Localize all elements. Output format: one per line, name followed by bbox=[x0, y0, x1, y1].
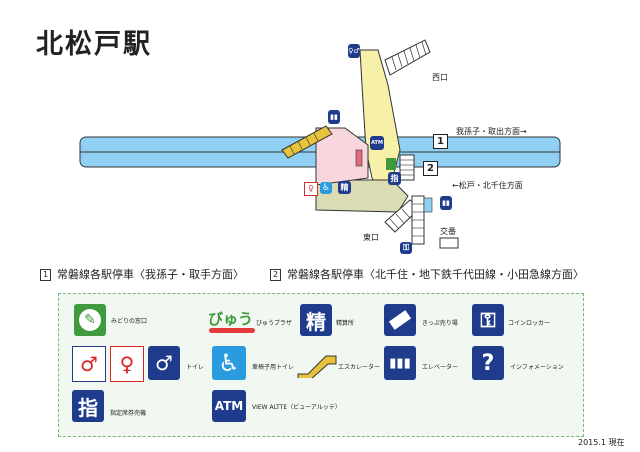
elevator-icon: ▮▮▮ bbox=[384, 346, 416, 380]
legend-midori-label: みどりの窓口 bbox=[111, 318, 148, 325]
station-building bbox=[315, 127, 369, 186]
platform-stairs bbox=[399, 154, 415, 181]
midori-window-icon: ✎ bbox=[74, 304, 106, 336]
koban-building bbox=[439, 237, 459, 249]
toilet-icon: ♂ bbox=[72, 346, 106, 382]
coin-locker-icon: ⚿ bbox=[472, 304, 504, 336]
platform-1-number: 1 bbox=[433, 134, 448, 149]
toilet-icon: ♀ bbox=[304, 182, 318, 196]
escalator-left bbox=[281, 125, 333, 159]
legend-elevator-label: エレベーター bbox=[422, 364, 459, 371]
fare-adjust-icon: 精 bbox=[338, 181, 351, 194]
fare-adjustment-icon: 精 bbox=[300, 304, 332, 336]
east-exit-stairs bbox=[384, 195, 425, 245]
toilet-icon: ♀♂ bbox=[348, 44, 360, 58]
wheelchair-icon: ♿ bbox=[320, 182, 332, 194]
atm-icon: ATM bbox=[370, 136, 384, 150]
legend-fare-adjust-label: 精算所 bbox=[336, 320, 355, 327]
elevator-icon: ▮▮ bbox=[328, 110, 340, 124]
information-icon: ? bbox=[472, 346, 504, 380]
legend-toilet-label: トイレ bbox=[186, 364, 205, 371]
reserved-seat-machine-icon: 指 bbox=[72, 390, 104, 422]
locker-icon: ⚿ bbox=[400, 242, 412, 254]
midori-marker bbox=[386, 158, 396, 170]
west-exit-stairs bbox=[384, 39, 431, 76]
koban-label: 交番 bbox=[440, 227, 456, 236]
west-exit-label: 西口 bbox=[432, 73, 448, 82]
view-plaza-underline bbox=[209, 328, 255, 333]
platform-2-number: 2 bbox=[423, 161, 438, 176]
legend-reserved-label: 指定席券売機 bbox=[110, 410, 147, 417]
view-plaza-logo: びゅう bbox=[208, 310, 254, 328]
wheelchair-toilet-icon: ♿ bbox=[212, 346, 246, 380]
legend-escalator-label: エスカレーター bbox=[338, 364, 381, 371]
escalator-icon bbox=[297, 355, 337, 378]
page-title: 北松戸駅 bbox=[36, 29, 152, 60]
fixture bbox=[355, 149, 363, 167]
legend-info-label: インフォメーション bbox=[510, 364, 564, 371]
footer-date: 2015.1 現在 bbox=[578, 438, 625, 447]
toilet-women-icon: ♀ bbox=[110, 346, 144, 382]
legend-view-altte-label: VIEW ALTTE（ビューアルッテ） bbox=[252, 404, 341, 411]
direction-1-label: 我孫子・取出方面→ bbox=[456, 127, 527, 136]
reserved-seat-icon: 指 bbox=[388, 172, 401, 185]
legend-wheelchair-label: 車椅子用トイレ bbox=[252, 364, 295, 371]
legend-locker-label: コインロッカー bbox=[508, 320, 551, 327]
elevator-icon: ▮▮ bbox=[440, 196, 452, 210]
legend-view-plaza-label: びゅうプラザ bbox=[256, 320, 292, 327]
ticket-machine-icon bbox=[384, 304, 416, 336]
station-map bbox=[79, 39, 561, 249]
toilet-men-icon: ♂ bbox=[148, 346, 180, 380]
east-exit-label: 東口 bbox=[363, 233, 379, 242]
direction-2-label: ←松戸・北千住方面 bbox=[452, 181, 523, 190]
atm-icon: ATM bbox=[212, 390, 246, 422]
elevator-marker bbox=[423, 197, 433, 213]
legend-ticket-label: きっぷ売り場 bbox=[422, 320, 458, 327]
